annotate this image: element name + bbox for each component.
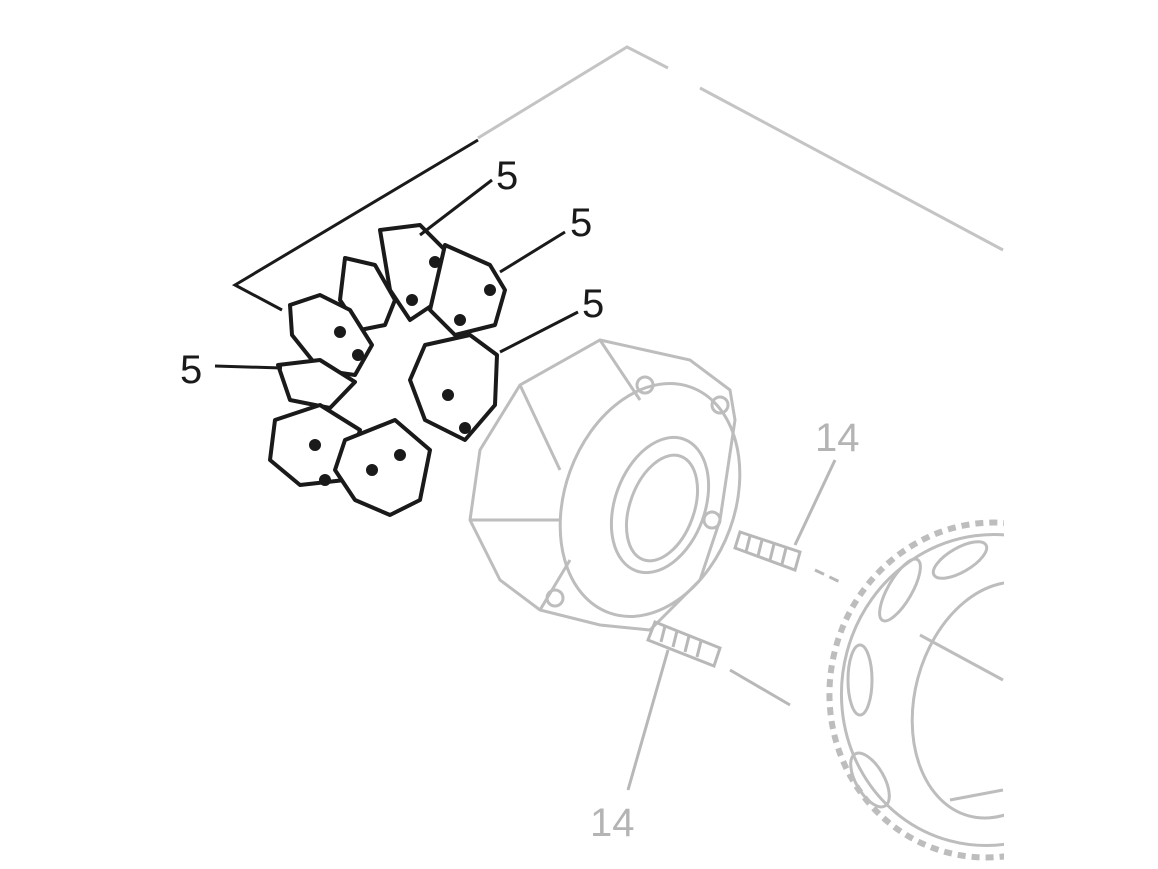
callout-5-b: 5 xyxy=(570,201,593,245)
assembly-outline xyxy=(477,45,1004,252)
callout-14-upper: 14 xyxy=(815,416,860,460)
leader-lines-5 xyxy=(214,178,579,370)
callout-5-c: 5 xyxy=(582,282,605,326)
callout-14-lower: 14 xyxy=(590,801,635,845)
rear-sprocket xyxy=(826,519,1004,861)
callout-5-d: 5 xyxy=(180,348,203,392)
wheel-hub xyxy=(468,338,742,632)
damper-group-bracket xyxy=(231,138,479,312)
cush-drive-damper xyxy=(268,223,507,517)
stud-upper-part xyxy=(733,530,841,584)
leader-lines-14 xyxy=(626,459,837,791)
stud-lower-part xyxy=(646,620,791,707)
callout-5-a: 5 xyxy=(496,154,519,198)
